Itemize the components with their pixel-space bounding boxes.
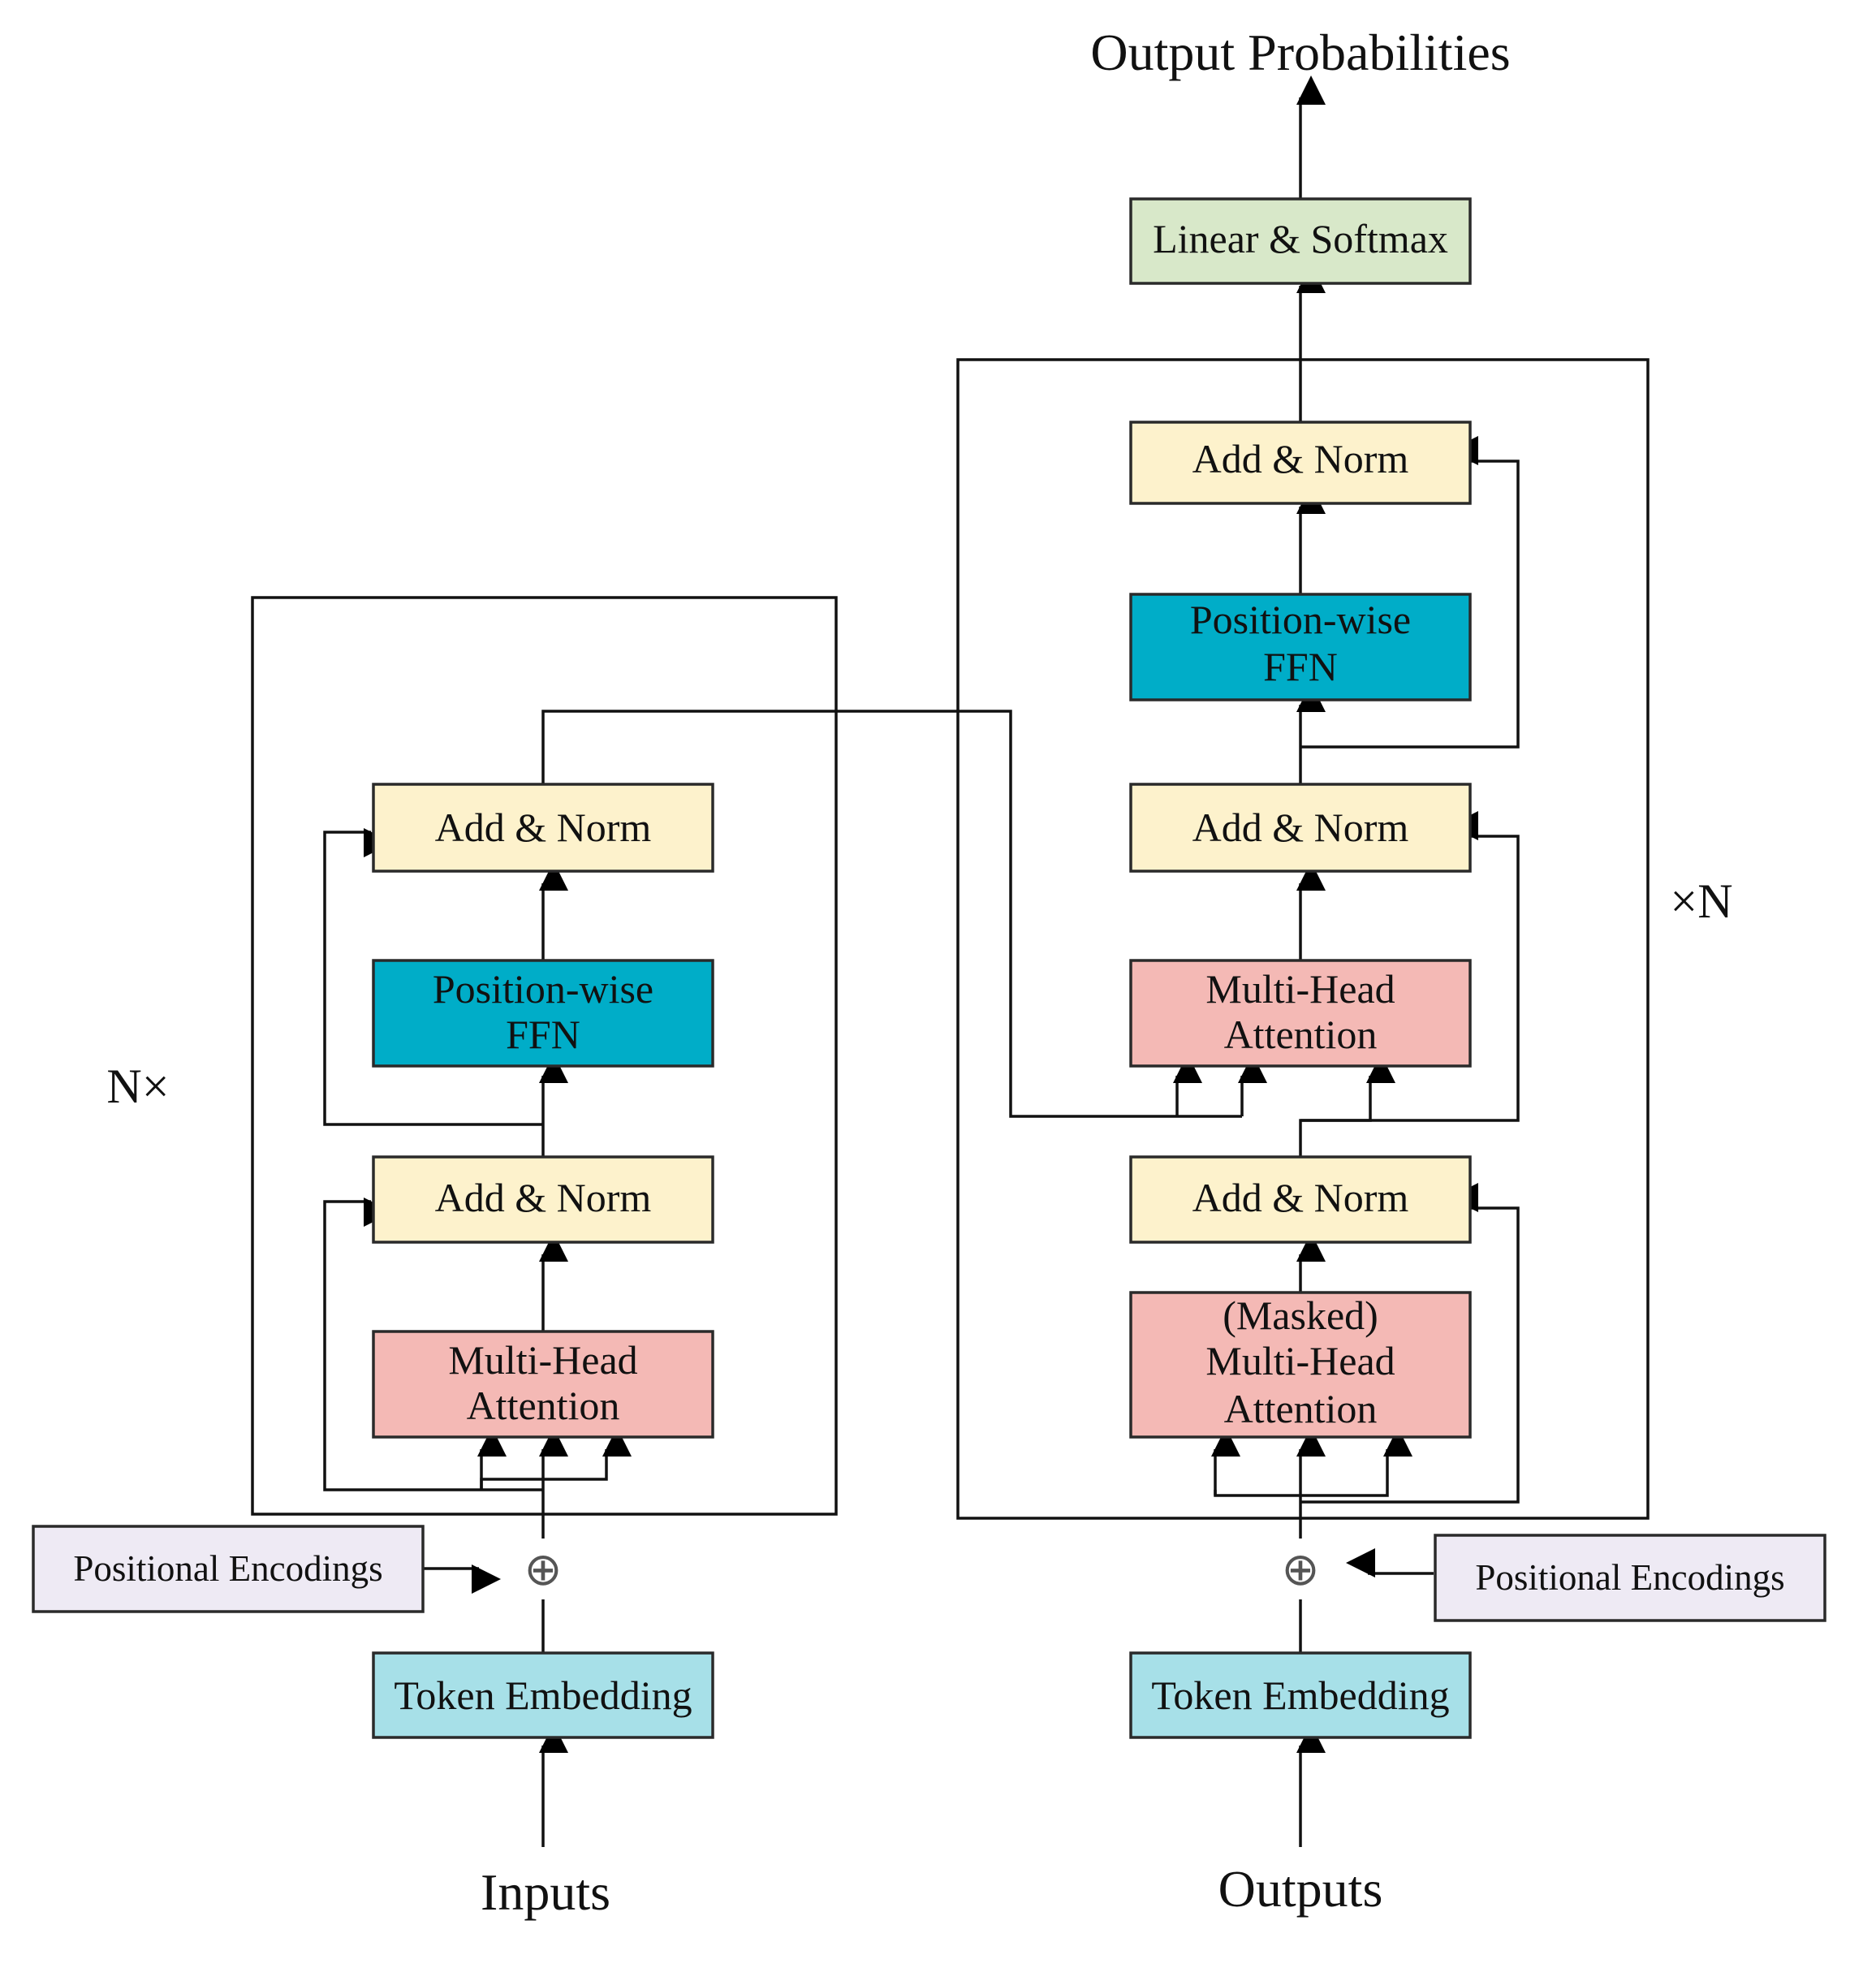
- decoder-ffn-label-line-1: Position-wise: [1190, 597, 1411, 642]
- encoder-add-symbol: ⊕: [524, 1543, 563, 1596]
- decoder-token-embedding-box: [1129, 1651, 1472, 1739]
- decoder-add-norm-2-label: Add & Norm: [1192, 805, 1409, 850]
- decoder-cross-attention-box: [1129, 959, 1472, 1068]
- encoder-multi-head-attention-label-line-2: Attention: [467, 1383, 620, 1428]
- encoder-multi-head-attention-label-line-1: Multi-Head: [448, 1337, 637, 1383]
- decoder-add-norm-3-label: Add & Norm: [1192, 436, 1409, 481]
- encoder-positional-encodings-box: [32, 1525, 425, 1613]
- encoder-add-norm-1: Add & Norm: [372, 1155, 714, 1244]
- decoder-positional-encodings-label: Positional Encodings: [1475, 1557, 1784, 1598]
- encoder-token-embedding-label: Token Embedding: [394, 1672, 692, 1718]
- decoder-cross-attention-label-line-1: Multi-Head: [1205, 966, 1395, 1012]
- encoder-ffn-label-line-1: Position-wise: [433, 966, 653, 1012]
- decoder-add-symbol: ⊕: [1282, 1543, 1320, 1596]
- encoder-repeat-label: N×: [106, 1060, 169, 1113]
- decoder-add-norm-2-box: [1129, 783, 1472, 873]
- inputs-label: Inputs: [481, 1863, 610, 1921]
- output-probabilities-label: Output Probabilities: [1090, 24, 1510, 81]
- decoder-add-norm-3: Add & Norm: [1129, 421, 1472, 505]
- decoder-token-embedding-label: Token Embedding: [1151, 1672, 1449, 1718]
- decoder-masked-attention-label-line-2: Multi-Head: [1205, 1338, 1395, 1383]
- decoder-add-norm-1-box: [1129, 1155, 1472, 1244]
- encoder-add-norm-2-label: Add & Norm: [435, 805, 652, 850]
- decoder-positional-encodings: Positional Encodings: [1434, 1534, 1826, 1622]
- decoder-cross-multi-head-attention: Multi-Head Attention: [1129, 959, 1472, 1068]
- decoder-position-wise-ffn: Position-wise FFN: [1129, 593, 1472, 701]
- decoder-masked-attention-label-line-1: (Masked): [1223, 1293, 1378, 1338]
- encoder-add-norm-1-label: Add & Norm: [435, 1175, 652, 1220]
- decoder-token-embedding: Token Embedding: [1129, 1651, 1472, 1739]
- decoder-add-norm-2: Add & Norm: [1129, 783, 1472, 873]
- linear-softmax: Linear & Softmax: [1129, 197, 1472, 285]
- encoder-token-embedding-box: [372, 1651, 714, 1739]
- encoder-ffn-label-line-2: FFN: [506, 1012, 580, 1057]
- encoder-multi-head-attention-box: [372, 1330, 714, 1439]
- decoder-add-norm-3-box: [1129, 421, 1472, 505]
- encoder-positional-encodings-label: Positional Encodings: [73, 1548, 382, 1589]
- decoder-add-norm-1-label: Add & Norm: [1192, 1175, 1409, 1220]
- encoder-position-wise-ffn: Position-wise FFN: [372, 959, 714, 1068]
- decoder-add-norm-1: Add & Norm: [1129, 1155, 1472, 1244]
- connection-wires: [323, 76, 1520, 1847]
- encoder-add-norm-2: Add & Norm: [372, 783, 714, 873]
- encoder-add-norm-1-box: [372, 1155, 714, 1244]
- encoder-token-embedding: Token Embedding: [372, 1651, 714, 1739]
- encoder-add-norm-2-box: [372, 783, 714, 873]
- linear-softmax-label: Linear & Softmax: [1153, 216, 1448, 261]
- linear-softmax-box: [1129, 197, 1472, 285]
- decoder-repeat-label: ×N: [1670, 874, 1732, 928]
- decoder-positional-encodings-box: [1434, 1534, 1826, 1622]
- decoder-position-wise-ffn-box: [1129, 593, 1472, 701]
- encoder-multi-head-attention: Multi-Head Attention: [372, 1330, 714, 1439]
- outputs-label: Outputs: [1218, 1860, 1383, 1918]
- encoder-positional-encodings: Positional Encodings: [32, 1525, 425, 1613]
- decoder-masked-attention-box: [1129, 1291, 1472, 1439]
- decoder-ffn-label-line-2: FFN: [1263, 644, 1338, 689]
- decoder-masked-attention-label-line-3: Attention: [1224, 1386, 1378, 1431]
- decoder-frame: [956, 358, 1650, 1520]
- decoder-masked-multi-head-attention: (Masked) Multi-Head Attention: [1129, 1291, 1472, 1439]
- decoder-cross-attention-label-line-2: Attention: [1224, 1012, 1378, 1057]
- encoder-position-wise-ffn-box: [372, 959, 714, 1068]
